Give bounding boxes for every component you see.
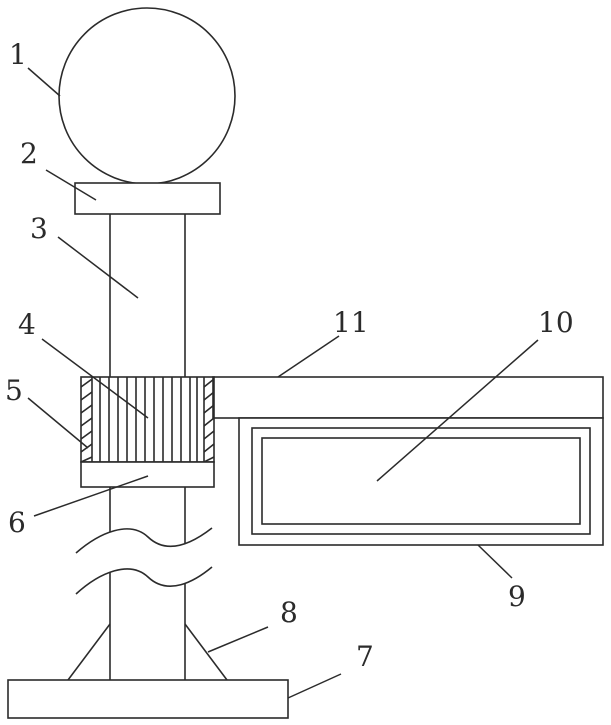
part-8-braces — [68, 624, 227, 680]
label-2: 2 — [20, 137, 38, 170]
part-4-ribbed-core — [100, 377, 197, 462]
leader-9 — [478, 545, 512, 578]
label-9: 9 — [508, 580, 526, 613]
leader-5 — [28, 398, 88, 448]
label-10: 10 — [538, 306, 574, 339]
part-6-collar — [81, 462, 214, 487]
part-5-sleeve — [81, 377, 214, 462]
leader-8 — [208, 627, 268, 652]
leader-7 — [288, 674, 341, 698]
part-7-base — [8, 680, 288, 718]
label-7: 7 — [356, 640, 374, 673]
label-5: 5 — [5, 374, 23, 407]
leader-4 — [42, 339, 148, 418]
leader-3 — [58, 237, 138, 298]
label-4: 4 — [18, 308, 36, 341]
part-1-ball — [59, 8, 235, 184]
label-3: 3 — [30, 212, 48, 245]
part-11-arm — [213, 377, 603, 418]
part-2-top-plate — [75, 183, 220, 214]
label-8: 8 — [280, 596, 298, 629]
label-11: 11 — [333, 306, 369, 339]
label-1: 1 — [9, 38, 27, 71]
leader-11 — [278, 336, 339, 377]
part-9-frame — [239, 418, 603, 545]
label-6: 6 — [8, 506, 26, 539]
leader-1 — [28, 68, 60, 96]
part-3-upper-column — [110, 214, 185, 377]
